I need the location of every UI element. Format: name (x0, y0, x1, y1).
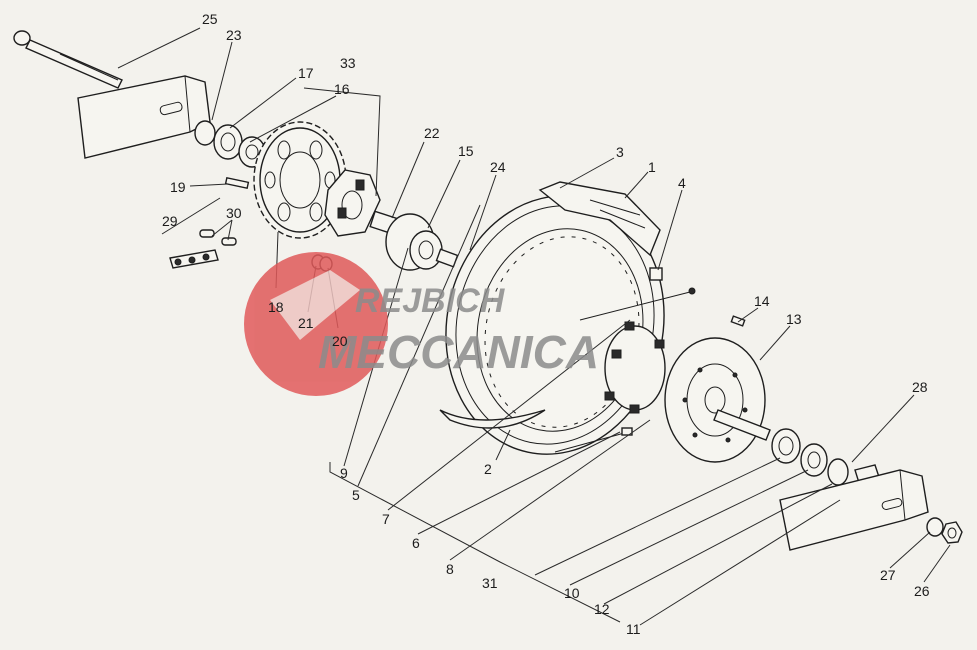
valve (649, 267, 663, 281)
callout-3: 3 (616, 144, 624, 160)
callout-6: 6 (412, 535, 420, 551)
callout-33: 33 (340, 55, 356, 71)
axle-nut-26 (941, 521, 963, 544)
callout-29: 29 (162, 213, 178, 229)
sprocket-carrier (324, 169, 381, 237)
swingarm-right (779, 469, 929, 551)
callout-20: 20 (332, 333, 348, 349)
bolt-19 (224, 176, 250, 190)
callout-31: 31 (482, 575, 498, 591)
watermark-logo (244, 252, 388, 396)
callout-17: 17 (298, 65, 314, 81)
callout-19: 19 (170, 179, 186, 195)
callout-30: 30 (226, 205, 242, 221)
callout-21: 21 (298, 315, 314, 331)
callout-1: 1 (648, 159, 656, 175)
spoke-lower (554, 427, 633, 453)
watermark-line2: MECCANICA (318, 326, 599, 378)
callout-labels: 25 23 33 17 16 22 15 24 3 1 4 19 29 30 1… (162, 11, 930, 637)
disc-screw (730, 315, 746, 327)
swingarm-left (77, 75, 211, 159)
brake-disc (664, 337, 766, 463)
chain-joint (169, 229, 237, 269)
callout-25: 25 (202, 11, 218, 27)
tire-section (538, 181, 661, 257)
callout-18: 18 (268, 299, 284, 315)
rim-strip (439, 409, 546, 429)
watermark-line1: REJBICH (355, 282, 506, 320)
rear-sprocket (253, 121, 347, 239)
callout-22: 22 (424, 125, 440, 141)
leader-lines (117, 27, 951, 626)
brake-hub (604, 321, 666, 414)
right-bearings (771, 428, 881, 487)
callout-26: 26 (914, 583, 930, 599)
callout-8: 8 (446, 561, 454, 577)
callout-23: 23 (226, 27, 242, 43)
callout-11: 11 (626, 621, 641, 637)
callout-24: 24 (490, 159, 506, 175)
callout-13: 13 (786, 311, 802, 327)
callout-2: 2 (484, 461, 492, 477)
callout-12: 12 (594, 601, 610, 617)
callout-15: 15 (458, 143, 474, 159)
washer-27 (926, 517, 944, 537)
callout-28: 28 (912, 379, 928, 395)
callout-9: 9 (340, 465, 348, 481)
callout-5: 5 (352, 487, 360, 503)
callout-27: 27 (880, 567, 896, 583)
hub-shaft (713, 409, 771, 441)
callout-16: 16 (334, 81, 350, 97)
callout-10: 10 (564, 585, 580, 601)
rear-axle (13, 30, 123, 89)
callout-7: 7 (382, 511, 390, 527)
hub-spacers-22-15 (369, 210, 459, 271)
spoke-upper (579, 287, 696, 321)
callout-14: 14 (754, 293, 770, 309)
callout-4: 4 (678, 175, 686, 191)
